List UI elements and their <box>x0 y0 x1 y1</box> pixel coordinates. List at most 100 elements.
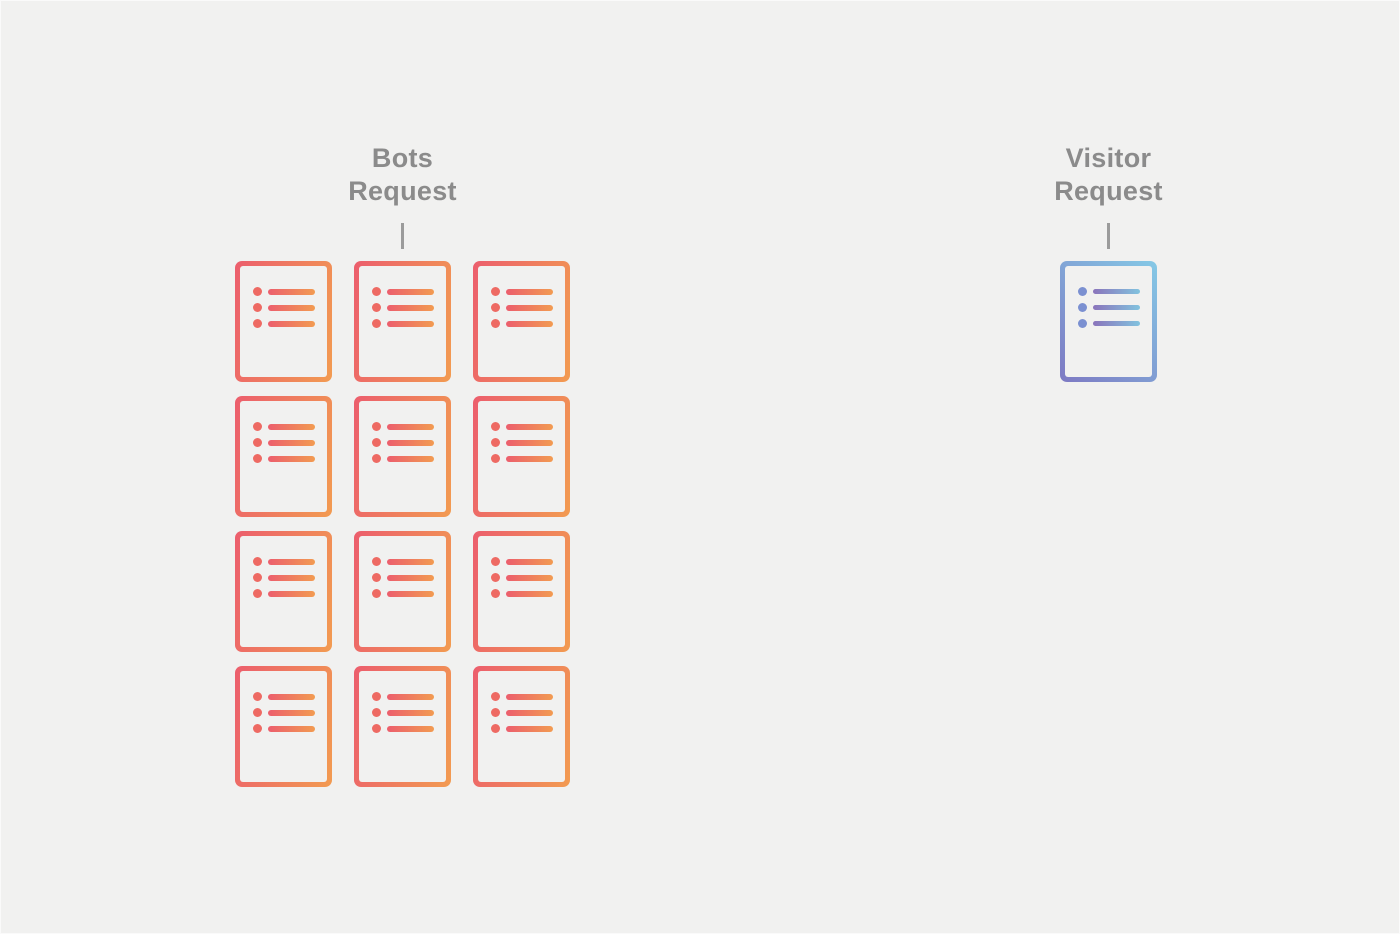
bullet-dot-icon <box>253 422 262 431</box>
bullet-dot-icon <box>491 573 500 582</box>
visitor-card-slot <box>941 261 1276 382</box>
bots-request-label-line1: Bots <box>371 143 434 173</box>
list-item <box>1078 319 1152 328</box>
text-line <box>387 725 434 732</box>
list-item <box>253 708 327 717</box>
text-line <box>387 288 434 295</box>
bullet-dot-icon <box>253 303 262 312</box>
bots-request-group: Bots Request <box>235 142 570 787</box>
text-line <box>268 693 315 700</box>
document-body <box>240 671 327 782</box>
text-line <box>268 288 315 295</box>
document-list-icon <box>473 396 570 517</box>
visitor-request-group: Visitor Request <box>941 142 1276 382</box>
text-line <box>506 439 553 446</box>
text-line <box>1093 305 1140 310</box>
document-body <box>240 401 327 512</box>
list-item <box>491 422 565 431</box>
bullet-dot-icon <box>372 573 381 582</box>
text-line <box>387 304 434 311</box>
bullet-dot-icon <box>1078 319 1087 328</box>
document-body <box>478 671 565 782</box>
bullet-dot-icon <box>1078 303 1087 312</box>
list-item <box>253 557 327 566</box>
text-line <box>268 320 315 327</box>
list-item <box>372 319 446 328</box>
list-item <box>372 303 446 312</box>
document-list-icon <box>473 261 570 382</box>
bullet-dot-icon <box>491 287 500 296</box>
document-list-icon <box>473 666 570 787</box>
text-line <box>1093 289 1140 294</box>
bullet-dot-icon <box>253 287 262 296</box>
text-line <box>506 288 553 295</box>
bullet-dot-icon <box>253 454 262 463</box>
list-item <box>253 438 327 447</box>
bullet-dot-icon <box>253 438 262 447</box>
document-list-icon <box>354 261 451 382</box>
text-line <box>268 725 315 732</box>
text-line <box>387 439 434 446</box>
text-line <box>506 558 553 565</box>
visitor-request-label: Visitor Request <box>941 142 1276 208</box>
list-item <box>491 573 565 582</box>
text-line <box>268 574 315 581</box>
document-list-icon <box>473 531 570 652</box>
bullet-dot-icon <box>372 319 381 328</box>
document-body <box>478 266 565 377</box>
list-item <box>491 454 565 463</box>
text-line <box>506 455 553 462</box>
visitor-request-label-line2: Request <box>1054 176 1163 206</box>
list-item <box>372 454 446 463</box>
list-item <box>253 422 327 431</box>
list-item <box>491 724 565 733</box>
list-item <box>253 724 327 733</box>
text-line <box>387 590 434 597</box>
bullet-dot-icon <box>372 454 381 463</box>
document-body <box>478 536 565 647</box>
bullet-dot-icon <box>372 303 381 312</box>
bullet-dot-icon <box>491 708 500 717</box>
list-item <box>491 692 565 701</box>
list-item <box>491 303 565 312</box>
list-item <box>1078 287 1152 296</box>
list-item <box>491 319 565 328</box>
bullet-dot-icon <box>491 724 500 733</box>
list-item <box>253 692 327 701</box>
document-list-icon <box>235 261 332 382</box>
text-line <box>268 439 315 446</box>
text-line <box>506 590 553 597</box>
document-list-icon <box>235 666 332 787</box>
list-item <box>372 438 446 447</box>
bullet-dot-icon <box>372 557 381 566</box>
text-line <box>506 304 553 311</box>
list-item <box>372 724 446 733</box>
document-list-icon <box>354 666 451 787</box>
document-body <box>359 536 446 647</box>
bots-connector-tick <box>401 223 404 249</box>
text-line <box>387 320 434 327</box>
text-line <box>387 693 434 700</box>
bullet-dot-icon <box>491 422 500 431</box>
document-body <box>359 671 446 782</box>
document-list-icon <box>354 396 451 517</box>
bullet-dot-icon <box>253 692 262 701</box>
text-line <box>1093 321 1140 326</box>
bullet-dot-icon <box>372 422 381 431</box>
bullet-dot-icon <box>491 557 500 566</box>
list-item <box>253 287 327 296</box>
document-list-icon <box>235 531 332 652</box>
bullet-dot-icon <box>372 724 381 733</box>
list-item <box>491 438 565 447</box>
list-item <box>372 422 446 431</box>
visitor-connector-tick <box>1107 223 1110 249</box>
text-line <box>268 423 315 430</box>
text-line <box>506 709 553 716</box>
bots-request-label: Bots Request <box>235 142 570 208</box>
bullet-dot-icon <box>491 303 500 312</box>
text-line <box>268 590 315 597</box>
list-item <box>372 708 446 717</box>
bullet-dot-icon <box>253 589 262 598</box>
list-item <box>253 589 327 598</box>
bullet-dot-icon <box>491 319 500 328</box>
